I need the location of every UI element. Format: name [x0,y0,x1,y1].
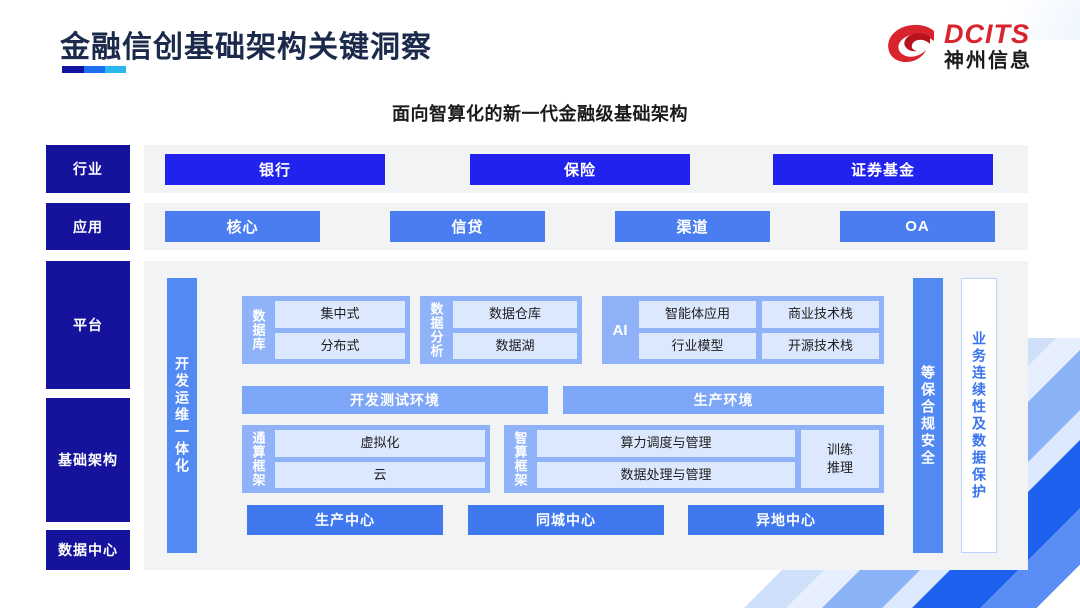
application-chip-core[interactable]: 核心 [165,211,320,242]
group-general-compute-framework: 通算框架 虚拟化 云 [242,425,490,493]
ai-col-left: 智能体应用 行业模型 [639,301,756,359]
application-chip-channel[interactable]: 渠道 [615,211,770,242]
group-cells-general-compute: 虚拟化 云 [275,430,485,488]
group-intelligent-compute-framework: 智算框架 算力调度与管理 数据处理与管理 训练推理 [504,425,884,493]
group-database: 数据库 集中式 分布式 [242,296,410,364]
env-bar-production[interactable]: 生产环境 [563,386,884,414]
rule-segment-cyan [105,66,126,73]
cell-data-warehouse[interactable]: 数据仓库 [453,301,577,328]
swirl-logo-icon [888,24,934,62]
rule-segment-navy [62,66,84,73]
vertical-bar-devops: 开发运维一体化 [167,278,197,553]
group-label-intelligent-compute: 智算框架 [512,431,528,487]
group-label-ai: AI [612,321,628,339]
application-chip-credit[interactable]: 信贷 [390,211,545,242]
ai-col-right: 商业技术栈 开源技术栈 [762,301,879,359]
group-cells-database: 集中式 分布式 [275,301,405,359]
group-data-analysis: 数据分析 数据仓库 数据湖 [420,296,582,364]
cell-data-lake[interactable]: 数据湖 [453,332,577,359]
decorative-corner-gradient [960,0,1080,40]
cell-commercial-tech-stack[interactable]: 商业技术栈 [762,301,879,328]
datacenter-chip-same-city[interactable]: 同城中心 [468,505,664,535]
datacenter-chip-remote[interactable]: 异地中心 [688,505,884,535]
datacenter-chip-production[interactable]: 生产中心 [247,505,443,535]
vertical-bar-business-continuity: 业务连续性及数据保护 [961,278,997,553]
cell-centralized[interactable]: 集中式 [275,301,405,328]
industry-chip-bank[interactable]: 银行 [165,154,385,185]
group-label-data-analysis: 数据分析 [428,302,444,358]
group-ai: AI 智能体应用 行业模型 商业技术栈 开源技术栈 [602,296,884,364]
cell-cloud[interactable]: 云 [275,461,485,488]
cell-agent-application[interactable]: 智能体应用 [639,301,756,328]
sidebar-label-infrastructure: 基础架构 [46,398,130,522]
page-title: 金融信创基础架构关键洞察 [60,31,432,64]
group-label-general-compute: 通算框架 [250,431,266,487]
group-cols-intelligent-compute: 算力调度与管理 数据处理与管理 训练推理 [537,430,879,488]
company-logo: DCITS 神州信息 [886,18,1046,80]
cell-training-inference[interactable]: 训练推理 [801,430,879,488]
logo-text-en: DCITS [944,19,1030,49]
industry-chip-securities-fund[interactable]: 证券基金 [773,154,993,185]
cell-industry-model[interactable]: 行业模型 [639,332,756,359]
group-cols-ai: 智能体应用 行业模型 商业技术栈 开源技术栈 [639,301,879,359]
application-chip-oa[interactable]: OA [840,211,995,242]
group-cells-data-analysis: 数据仓库 数据湖 [453,301,577,359]
industry-chip-insurance[interactable]: 保险 [470,154,690,185]
sidebar-label-industry: 行业 [46,145,130,193]
header: 金融信创基础架构关键洞察 DCITS 神州信息 [0,0,1080,92]
intel-col-main: 算力调度与管理 数据处理与管理 [537,430,795,488]
cell-distributed[interactable]: 分布式 [275,332,405,359]
logo-wordmark: DCITS 神州信息 [944,20,1032,73]
env-bar-dev-test[interactable]: 开发测试环境 [242,386,548,414]
sidebar-label-application: 应用 [46,203,130,250]
vertical-bar-security-compliance: 等保合规安全 [913,278,943,553]
cell-compute-scheduling[interactable]: 算力调度与管理 [537,430,795,457]
cell-opensource-tech-stack[interactable]: 开源技术栈 [762,332,879,359]
sidebar-label-platform: 平台 [46,261,130,389]
page-subtitle: 面向智算化的新一代金融级基础架构 [392,104,688,124]
sidebar-label-datacenter: 数据中心 [46,530,130,570]
cell-data-processing[interactable]: 数据处理与管理 [537,461,795,488]
group-label-database: 数据库 [250,309,266,351]
logo-text-cn: 神州信息 [944,50,1032,73]
cell-virtualization[interactable]: 虚拟化 [275,430,485,457]
title-underline-rule [62,66,126,73]
rule-segment-blue [84,66,105,73]
